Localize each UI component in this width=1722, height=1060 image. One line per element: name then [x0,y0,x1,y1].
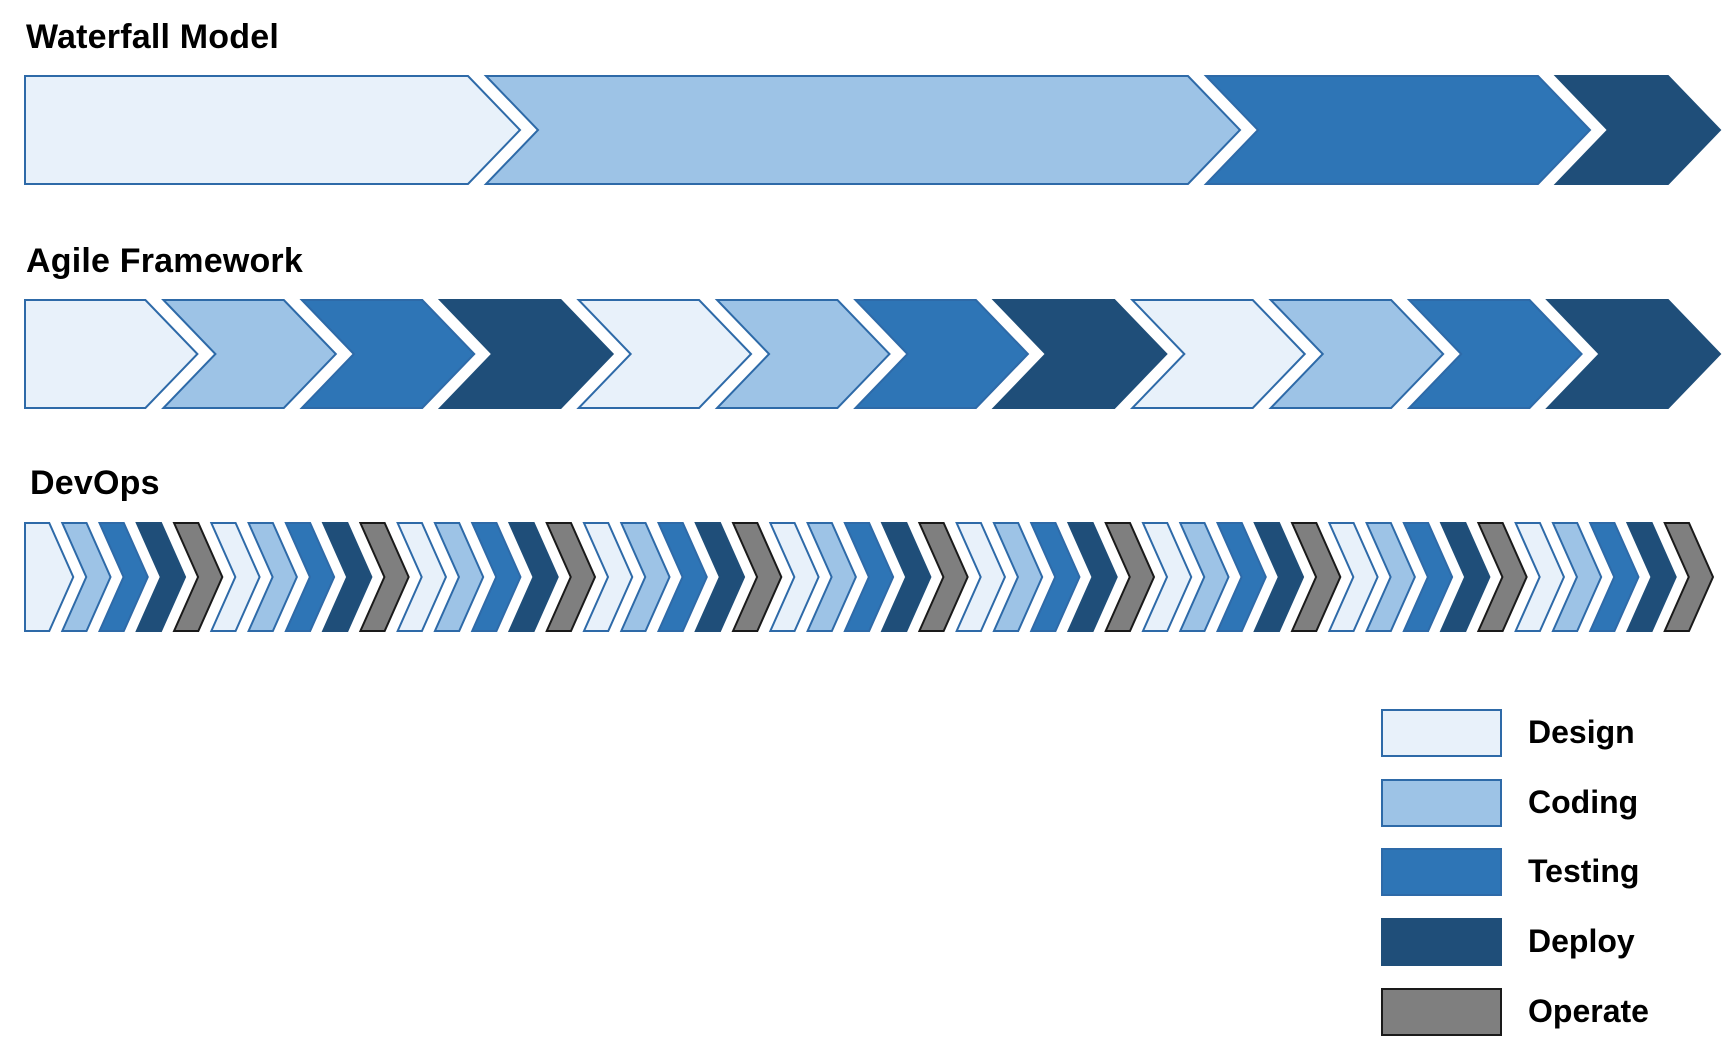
devops-deploy-chevron [135,522,187,632]
devops-coding-chevron [60,522,112,632]
devops-deploy-chevron [1253,522,1305,632]
devops-coding-chevron [619,522,671,632]
devops-coding-chevron [247,522,298,632]
agile-design-chevron [24,299,199,409]
agile-coding-chevron [714,299,891,409]
agile-testing-chevron [853,299,1030,409]
waterfall-deploy-chevron [1553,75,1722,185]
devops-testing-chevron [1029,522,1081,632]
waterfall-coding-chevron [483,75,1242,185]
devops-deploy-chevron [507,522,559,632]
devops-testing-chevron [1402,522,1454,632]
waterfall-testing-chevron [1203,75,1592,185]
devops-title: DevOps [30,464,160,502]
devops-design-chevron [1141,522,1193,632]
devops-coding-chevron [433,522,485,632]
devops-design-chevron [1514,522,1566,632]
agile-testing-chevron [299,299,476,409]
devops-operate-chevron [1476,522,1528,632]
devops-testing-chevron [656,522,708,632]
agile-coding-chevron [161,299,338,409]
devops-operate-chevron [1104,522,1156,632]
devops-testing-chevron [1215,522,1267,632]
devops-testing-chevron [470,522,522,632]
devops-operate-chevron [358,522,410,632]
devops-design-chevron [396,522,448,632]
agile-row [24,299,1722,409]
devops-deploy-chevron [1439,522,1491,632]
legend-label-deploy: Deploy [1528,923,1635,959]
devops-design-chevron [209,522,261,632]
devops-design-chevron [955,522,1007,632]
devops-testing-chevron [843,522,895,632]
legend-swatch-design [1381,709,1502,757]
agile-coding-chevron [1268,299,1445,409]
devops-operate-chevron [1290,522,1342,632]
devops-coding-chevron [992,522,1044,632]
devops-operate-chevron [917,522,969,632]
devops-design-chevron [582,522,634,632]
agile-deploy-chevron [991,299,1168,409]
devops-coding-chevron [806,522,857,632]
devops-deploy-chevron [694,522,746,632]
legend-label-design: Design [1528,714,1635,750]
agile-deploy-chevron [1545,299,1722,409]
agile-framework-title: Agile Framework [26,242,303,280]
devops-testing-chevron [1588,522,1640,632]
devops-deploy-chevron [880,522,932,632]
legend-swatch-testing [1381,848,1502,896]
devops-deploy-chevron [1066,522,1118,632]
agile-design-chevron [576,299,753,409]
devops-row [24,522,1715,632]
legend-label-testing: Testing [1528,853,1640,889]
waterfall-model-title: Waterfall Model [26,18,279,56]
devops-coding-chevron [1551,522,1603,632]
devops-coding-chevron [1365,522,1416,632]
devops-testing-chevron [284,522,336,632]
devops-operate-chevron [545,522,597,632]
devops-deploy-chevron [1625,522,1677,632]
legend-swatch-deploy [1381,918,1502,966]
agile-design-chevron [1129,299,1307,409]
devops-deploy-chevron [321,522,373,632]
devops-design-chevron [24,522,75,632]
legend-swatch-coding [1381,779,1502,827]
legend-label-coding: Coding [1528,784,1639,820]
agile-testing-chevron [1406,299,1583,409]
devops-operate-chevron [172,522,224,632]
devops-operate-chevron [1663,522,1715,632]
devops-design-chevron [1327,522,1379,632]
legend-swatch-operate [1381,988,1502,1036]
devops-coding-chevron [1178,522,1230,632]
waterfall-row [24,75,1722,185]
devops-operate-chevron [731,522,783,632]
devops-testing-chevron [97,522,149,632]
agile-deploy-chevron [437,299,615,409]
devops-design-chevron [768,522,820,632]
waterfall-design-chevron [24,75,522,185]
legend-label-operate: Operate [1528,993,1649,1029]
